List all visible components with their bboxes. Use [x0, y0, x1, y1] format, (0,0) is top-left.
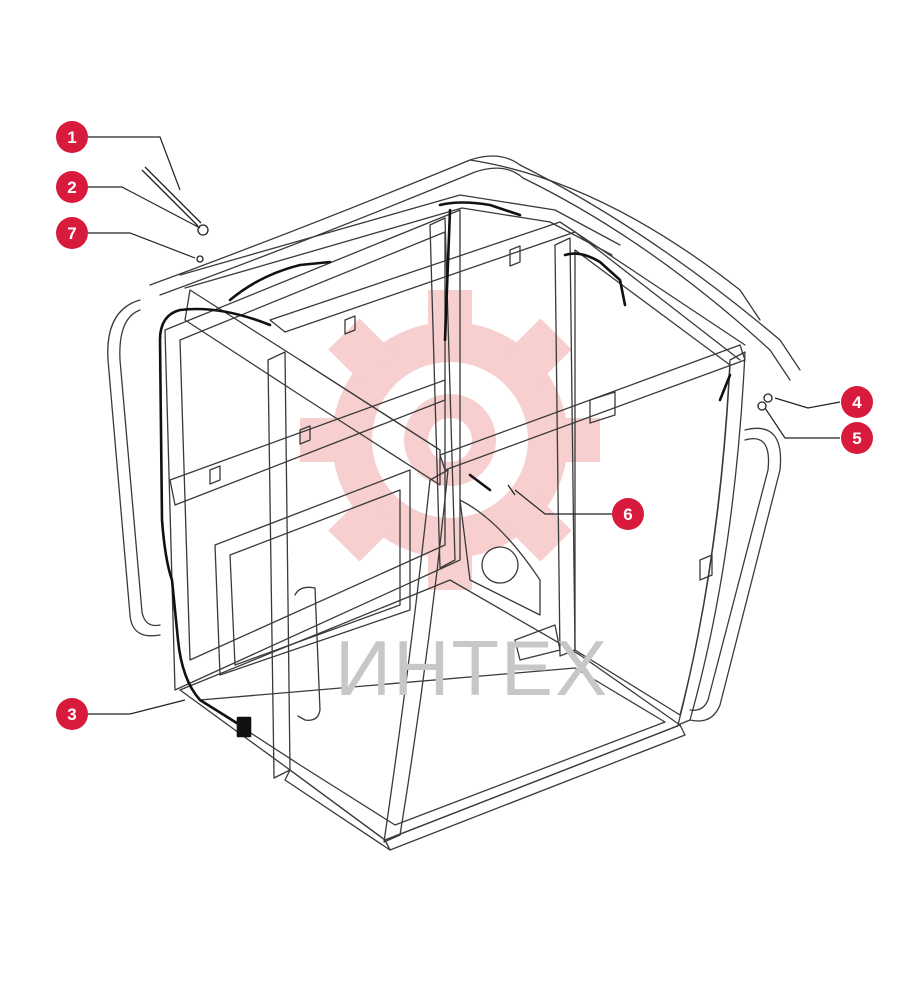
harness-center — [468, 473, 492, 492]
grommet-part — [196, 255, 204, 263]
floor-right-rail — [384, 724, 686, 851]
rear-pillar-center — [429, 217, 456, 569]
right-handrail-inner — [689, 438, 770, 711]
callout-6: 6 — [612, 498, 644, 530]
callout-2: 2 — [56, 171, 88, 203]
rear-lower-panel — [214, 469, 411, 676]
gear-tooth — [328, 495, 395, 562]
leader-5 — [764, 407, 840, 439]
svg-text:5: 5 — [852, 429, 861, 448]
harness-roof-rear — [228, 260, 332, 302]
gear-tooth — [428, 290, 472, 340]
svg-text:2: 2 — [67, 178, 76, 197]
leader-3 — [88, 699, 186, 715]
svg-text:7: 7 — [67, 224, 76, 243]
screw-part — [507, 484, 516, 496]
callout-7: 7 — [56, 217, 88, 249]
rear-duct-pipe — [294, 586, 321, 721]
callout-5: 5 — [841, 422, 873, 454]
rear-panel-hole — [481, 546, 519, 584]
harness-right-top — [563, 252, 627, 307]
harness-rear-top — [438, 201, 522, 217]
bracket-2 — [509, 245, 521, 267]
roof-side-rail-2 — [574, 231, 741, 361]
svg-text:3: 3 — [67, 705, 76, 724]
bracket-1 — [344, 315, 356, 335]
rear-wall-inner — [179, 231, 446, 661]
floor-frame-inner — [199, 667, 666, 826]
roof-rear-edge-inner — [184, 207, 613, 289]
svg-text:6: 6 — [623, 505, 632, 524]
clip-part — [197, 224, 209, 236]
harness-right-front — [718, 373, 732, 402]
leader-6 — [514, 489, 612, 515]
leader-7 — [88, 232, 196, 259]
left-handrail — [107, 299, 161, 637]
tie-strap-part-2 — [144, 166, 202, 224]
svg-text:4: 4 — [852, 393, 862, 412]
right-door-opening — [574, 249, 731, 716]
callouts: 1 2 7 3 4 5 6 — [56, 121, 873, 730]
bracket-6 — [514, 624, 561, 661]
front-top-beam-face — [299, 359, 441, 451]
leader-lines — [88, 136, 841, 715]
bracket-5 — [589, 391, 616, 424]
right-front-pillar — [677, 351, 746, 726]
harness-left — [158, 307, 272, 727]
left-handrail-inner — [119, 309, 161, 627]
watermark-text: ИНТЕХ — [335, 624, 609, 712]
roof-front-edge-inner — [159, 167, 791, 381]
washer-part — [757, 401, 767, 411]
callout-1: 1 — [56, 121, 88, 153]
left-front-pillar — [267, 351, 291, 779]
floor-front-rail — [284, 769, 391, 851]
bracket-4 — [299, 425, 311, 445]
callout-3: 3 — [56, 698, 88, 730]
gear-tooth — [505, 495, 572, 562]
cab-frame — [107, 155, 801, 851]
harness-connector — [236, 716, 252, 738]
bracket-3 — [209, 465, 221, 485]
roof-front-edge — [149, 155, 801, 371]
rear-window-ledge — [169, 379, 446, 506]
bracket-7 — [699, 554, 713, 581]
front-center-pillar — [383, 469, 449, 843]
leader-2 — [88, 186, 201, 229]
right-handrail — [689, 427, 782, 722]
roof-rear-edge — [179, 194, 621, 276]
tie-strap-part — [141, 169, 199, 227]
svg-text:1: 1 — [67, 128, 76, 147]
rear-panel-cutout — [459, 499, 541, 616]
callout-4: 4 — [841, 386, 873, 418]
gear-tooth — [505, 318, 572, 385]
wiring-harness — [158, 201, 732, 738]
watermark-gear-logo — [300, 290, 600, 590]
roof-cross-beam-1 — [269, 221, 576, 333]
small-parts — [141, 166, 773, 496]
bolt-part — [763, 393, 773, 403]
harness-rear-pillar — [443, 208, 452, 342]
roof-side-rail — [559, 221, 746, 346]
gear-tooth — [328, 318, 395, 385]
roof-top-rim — [469, 159, 761, 321]
leader-4 — [774, 397, 841, 409]
rear-wall — [164, 209, 461, 691]
leader-1 — [88, 136, 181, 191]
rear-radiator — [229, 489, 401, 666]
